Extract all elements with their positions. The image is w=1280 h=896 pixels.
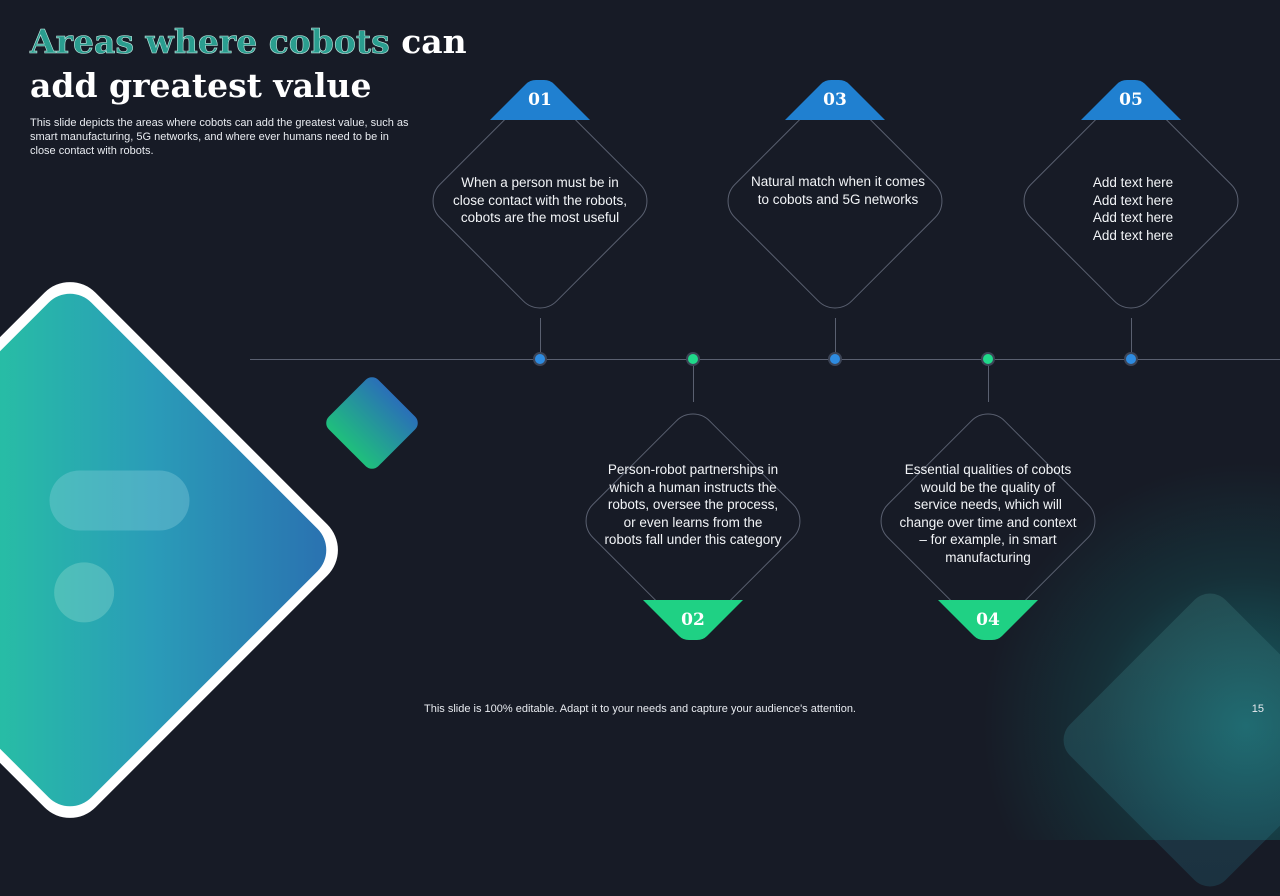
connector-02 — [693, 360, 694, 402]
photo-gripper-shape — [41, 550, 127, 635]
step-01-badge: 01 — [490, 80, 590, 120]
robot-photo — [0, 281, 339, 819]
step-01-text: When a person must be in close contact w… — [452, 175, 628, 226]
step-02-badge: 02 — [643, 600, 743, 640]
timeline-line — [250, 359, 1280, 360]
photo-arm-shape — [49, 470, 190, 531]
step-03-badge: 03 — [785, 80, 885, 120]
slide-subtitle: This slide depicts the areas where cobot… — [30, 117, 409, 157]
connector-04 — [988, 360, 989, 402]
step-03-number: 03 — [823, 90, 847, 110]
page-title: Areas where cobots can add greatest valu… — [30, 20, 470, 108]
step-03-text: Natural match when it comes to cobots an… — [750, 174, 926, 207]
timeline-dot-02 — [686, 352, 700, 366]
title-rest: can add greatest value — [30, 22, 467, 105]
accent-gradient-tile — [322, 373, 422, 473]
step-02-text: Person-robot partnerships in which a hum… — [604, 462, 782, 548]
connector-05 — [1131, 318, 1132, 359]
step-04-number: 04 — [976, 610, 1000, 630]
connector-01 — [540, 318, 541, 359]
timeline-dot-05 — [1124, 352, 1138, 366]
page-number: 15 — [1251, 703, 1264, 715]
step-04-text: Essential qualities of cobots would be t… — [899, 462, 1077, 565]
step-01-number: 01 — [528, 90, 552, 110]
timeline-dot-01 — [533, 352, 547, 366]
footer-note: This slide is 100% editable. Adapt it to… — [424, 703, 856, 715]
step-02-number: 02 — [681, 610, 705, 630]
robot-photo-frame — [0, 267, 353, 833]
step-05-text: Add text here Add text here Add text her… — [1092, 175, 1174, 243]
step-05-number: 05 — [1119, 90, 1143, 110]
timeline-dot-04 — [981, 352, 995, 366]
connector-03 — [835, 318, 836, 359]
timeline-dot-03 — [828, 352, 842, 366]
step-05-badge: 05 — [1081, 80, 1181, 120]
title-accent: Areas where cobots — [30, 22, 390, 62]
